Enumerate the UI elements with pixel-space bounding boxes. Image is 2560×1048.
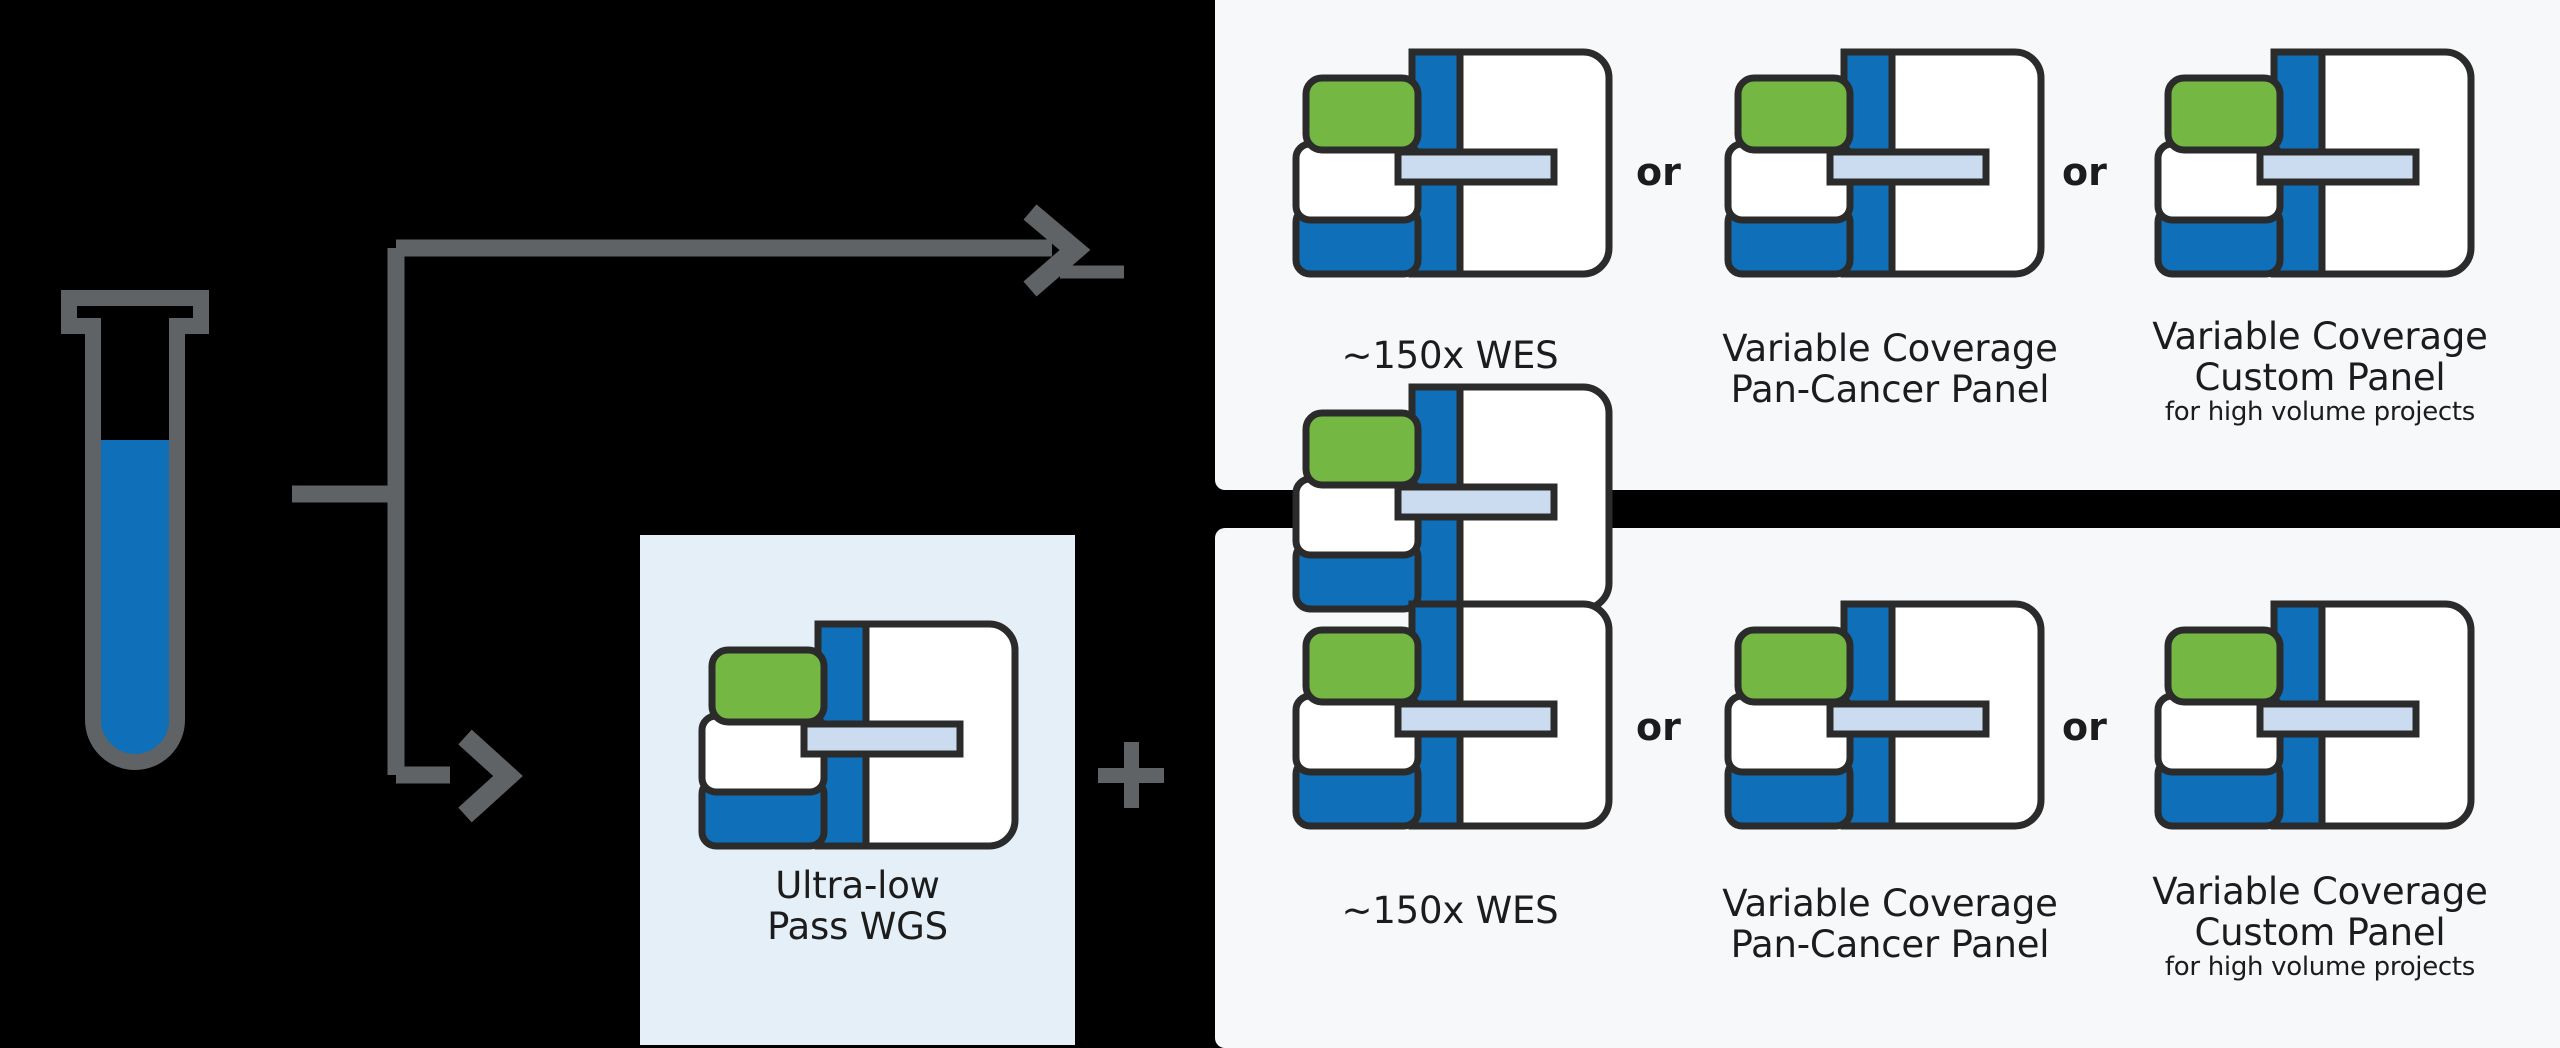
sequencing-kit-icon xyxy=(2152,600,2477,834)
top-separator-2: or xyxy=(2062,150,2107,194)
top-option-note-3: for high volume projects xyxy=(2164,397,2476,427)
sequencing-kit-icon xyxy=(1722,600,2047,834)
sequencing-kit-icon xyxy=(1290,600,1615,834)
bottom-separator-1: or xyxy=(1636,705,1681,749)
bottom-option-label-3: Variable Coverage Custom Panel xyxy=(2152,870,2488,955)
top-option-label-1: ~150x WES xyxy=(1341,334,1559,377)
top-option-label-3: Variable Coverage Custom Panel xyxy=(2152,315,2488,400)
top-separator-1: or xyxy=(1636,150,1681,194)
sequencing-kit-icon xyxy=(696,620,1021,854)
sequencing-kit-icon xyxy=(1722,48,2047,282)
wgs-card-label: Ultra-low Pass WGS xyxy=(767,864,948,949)
test-tube-icon xyxy=(55,290,255,790)
flow-arrows xyxy=(292,204,1124,823)
sequencing-kit-icon xyxy=(1290,383,1615,617)
arrow-head-bottom xyxy=(458,729,523,823)
bottom-option-label-1: ~150x WES xyxy=(1341,889,1559,932)
top-option-label-2: Variable Coverage Pan-Cancer Panel xyxy=(1722,327,2058,412)
ultra-low-pass-wgs-card: Ultra-low Pass WGS xyxy=(640,535,1075,1045)
bottom-option-note-3: for high volume projects xyxy=(2164,952,2476,982)
sequencing-kit-icon xyxy=(1290,48,1615,282)
bottom-separator-2: or xyxy=(2062,705,2107,749)
plus-icon xyxy=(1096,740,1166,810)
bottom-option-label-2: Variable Coverage Pan-Cancer Panel xyxy=(1722,882,2058,967)
arrow-head-top xyxy=(1023,204,1091,297)
sequencing-kit-icon xyxy=(2152,48,2477,282)
